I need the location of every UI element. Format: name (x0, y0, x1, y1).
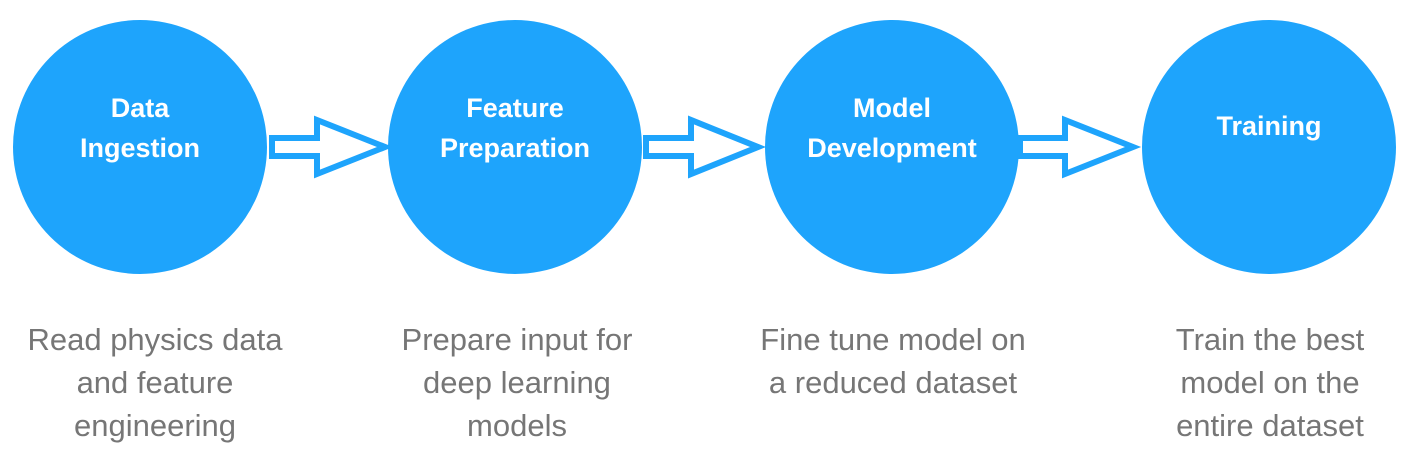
node-title-feature-preparation: Feature Preparation (400, 88, 630, 168)
description-line: and feature (76, 365, 234, 400)
node-model-development: Model Development (765, 20, 1019, 274)
node-title-training: Training (1154, 106, 1384, 146)
node-title-data-ingestion: Data Ingestion (25, 88, 255, 168)
description-line: deep learning (423, 365, 611, 400)
node-title-line: Model (853, 93, 931, 123)
description-line: models (467, 408, 567, 443)
description-data-ingestion: Read physics data and feature engineerin… (0, 318, 315, 447)
description-line: model on the (1180, 365, 1360, 400)
node-feature-preparation: Feature Preparation (388, 20, 642, 274)
arrow-data-ingestion-to-feature-preparation (269, 115, 394, 179)
description-feature-preparation: Prepare input for deep learning models (357, 318, 677, 447)
node-title-line: Development (807, 133, 977, 163)
node-title-line: Data (110, 93, 170, 123)
description-line: engineering (73, 408, 237, 443)
arrow-feature-preparation-to-model-development (643, 115, 767, 179)
description-training: Train the best model on the entire datas… (1110, 318, 1412, 447)
node-data-ingestion: Data Ingestion (13, 20, 267, 274)
description-line: entire dataset (1176, 408, 1364, 443)
node-title-line: Preparation (439, 133, 591, 163)
description-model-development: Fine tune model on a reduced dataset (733, 318, 1053, 404)
node-title-line: Ingestion (80, 133, 200, 163)
arrow-model-development-to-training (1017, 115, 1142, 179)
node-training: Training (1142, 20, 1396, 274)
description-line: Fine tune model on (760, 322, 1026, 357)
node-title-model-development: Model Development (777, 88, 1007, 168)
node-title-line: Training (1216, 111, 1322, 141)
description-line: a reduced dataset (768, 365, 1018, 400)
description-line: Prepare input for (401, 322, 633, 357)
node-title-line: Feature (466, 93, 564, 123)
description-line: Read physics data (27, 322, 283, 357)
description-line: Train the best (1175, 322, 1365, 357)
